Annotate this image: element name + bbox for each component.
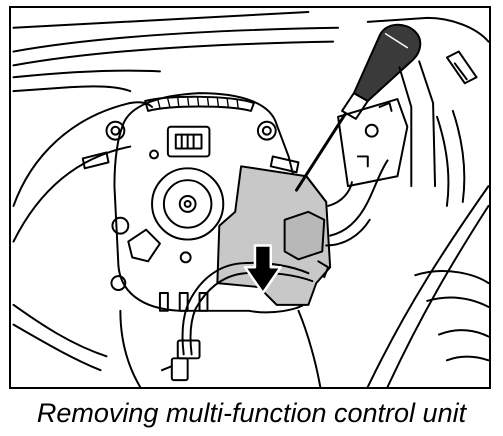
screwdriver (295, 23, 422, 192)
steering-wheel-right-rim (366, 50, 489, 387)
multi-function-control-unit (216, 165, 332, 306)
steering-hub (105, 92, 310, 314)
steering-column-illustration (12, 10, 489, 387)
figure-frame (9, 6, 491, 389)
clock-spring-rotor (151, 167, 225, 241)
dashboard-trim-lines (12, 10, 489, 93)
right-side-panel (337, 60, 437, 188)
steering-wheel-left-rim (12, 101, 154, 243)
down-arrow-indicator (243, 244, 282, 295)
wiring-connector (166, 125, 211, 158)
wiring-harness (160, 159, 389, 382)
figure-caption: Removing multi-function control unit (36, 398, 467, 428)
steering-column-cover (12, 303, 322, 387)
